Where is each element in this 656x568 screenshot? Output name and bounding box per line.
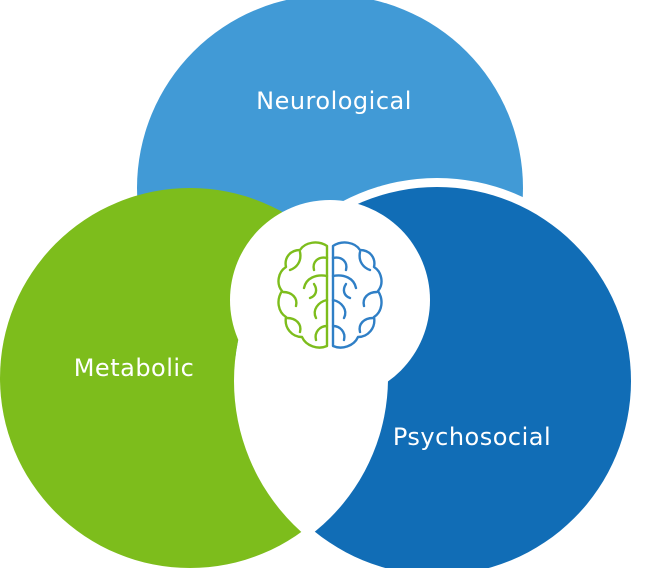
brain-left-hemisphere-icon [277,241,329,349]
center-area [230,200,430,400]
psychosocial-label: Psychosocial [392,423,552,451]
metabolic-label: Metabolic [73,354,195,382]
neurological-label: Neurological [256,87,412,115]
brain-right-hemisphere-icon [331,241,383,349]
brain-icon [277,241,383,349]
